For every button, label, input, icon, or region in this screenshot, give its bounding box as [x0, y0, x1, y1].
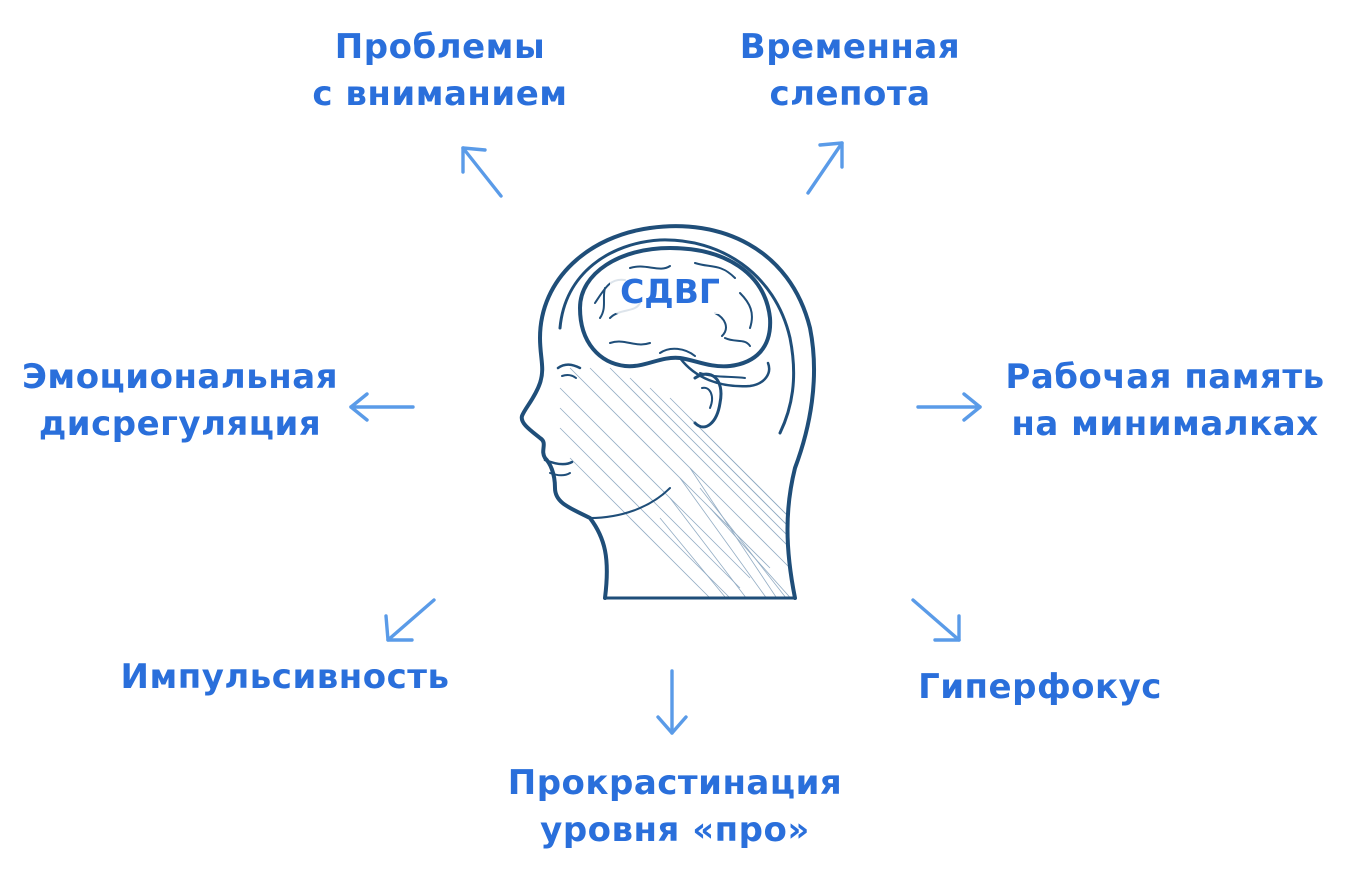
- node-impulsivity: Импульсивность: [120, 654, 450, 701]
- node-working-memory: Рабочая память на минималках: [1000, 354, 1330, 448]
- node-attention-line2: с вниманием: [312, 74, 568, 114]
- node-procrast-line1: Прокрастинация: [507, 763, 843, 803]
- node-memory-line2: на минималках: [1011, 404, 1319, 444]
- center-label-adhd: СДВГ: [610, 270, 730, 314]
- node-procrast-line2: уровня «про»: [540, 810, 810, 850]
- arrow-to-attention: [461, 146, 503, 198]
- arrow-to-time: [806, 141, 844, 195]
- node-attention-line1: Проблемы: [334, 27, 546, 67]
- node-time-blindness: Временная слепота: [730, 24, 970, 118]
- node-time-line1: Временная: [739, 27, 961, 67]
- node-emotional-line2: дисрегуляция: [38, 404, 322, 444]
- node-attention-problems: Проблемы с вниманием: [300, 24, 580, 118]
- node-hyperfocus-line1: Гиперфокус: [918, 667, 1162, 707]
- arrow-to-memory: [916, 392, 982, 422]
- node-emotional-line1: Эмоциональная: [21, 357, 339, 397]
- arrow-to-procrastination: [656, 669, 688, 735]
- node-emotional-dysregulation: Эмоциональная дисрегуляция: [20, 354, 340, 448]
- face-hatching: [559, 367, 811, 599]
- node-hyperfocus: Гиперфокус: [915, 664, 1165, 711]
- arrow-to-hyperfocus: [911, 598, 961, 642]
- node-time-line2: слепота: [769, 74, 931, 114]
- head-brain-illustration: [519, 224, 816, 600]
- node-impulsivity-line1: Импульсивность: [120, 657, 450, 697]
- node-memory-line1: Рабочая память: [1005, 357, 1325, 397]
- node-procrastination: Прокрастинация уровня «про»: [505, 760, 845, 854]
- arrow-to-impulsivity: [384, 598, 436, 642]
- brain-drawing: [578, 246, 773, 388]
- arrow-to-emotional: [349, 392, 415, 422]
